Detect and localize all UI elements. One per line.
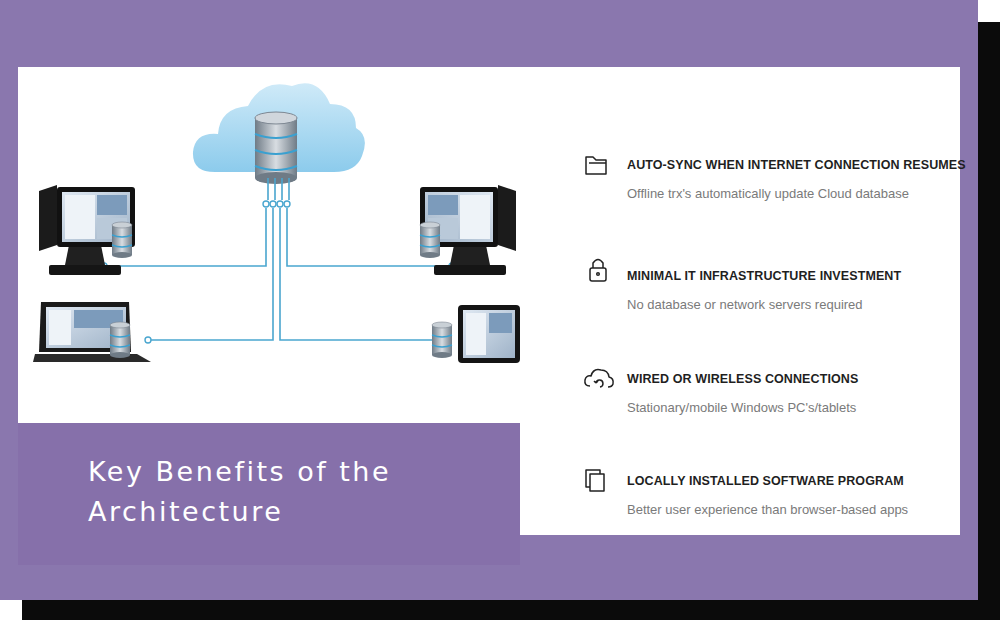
benefit-description: Offline trx's automatically update Cloud…: [627, 186, 966, 201]
benefit-heading: AUTO-SYNC WHEN INTERNET CONNECTION RESUM…: [627, 158, 966, 172]
benefit-heading: WIRED OR WIRELESS CONNECTIONS: [627, 372, 858, 386]
benefit-description: Stationary/mobile Windows PC's/tablets: [627, 400, 858, 415]
slide-title: Key Benefits of the Architecture: [88, 452, 418, 532]
benefit-item: LOCALLY INSTALLED SOFTWARE PROGRAM Better…: [627, 474, 908, 517]
benefit-item: AUTO-SYNC WHEN INTERNET CONNECTION RESUM…: [627, 158, 966, 201]
benefit-description: No database or network servers required: [627, 297, 901, 312]
benefit-heading: MINIMAL IT INFRASTRUCTURE INVESTMENT: [627, 269, 901, 283]
benefit-heading: LOCALLY INSTALLED SOFTWARE PROGRAM: [627, 474, 908, 488]
benefit-item: WIRED OR WIRELESS CONNECTIONS Stationary/…: [627, 372, 858, 415]
benefit-item: MINIMAL IT INFRASTRUCTURE INVESTMENT No d…: [627, 269, 901, 312]
benefit-description: Better user experience than browser-base…: [627, 502, 908, 517]
